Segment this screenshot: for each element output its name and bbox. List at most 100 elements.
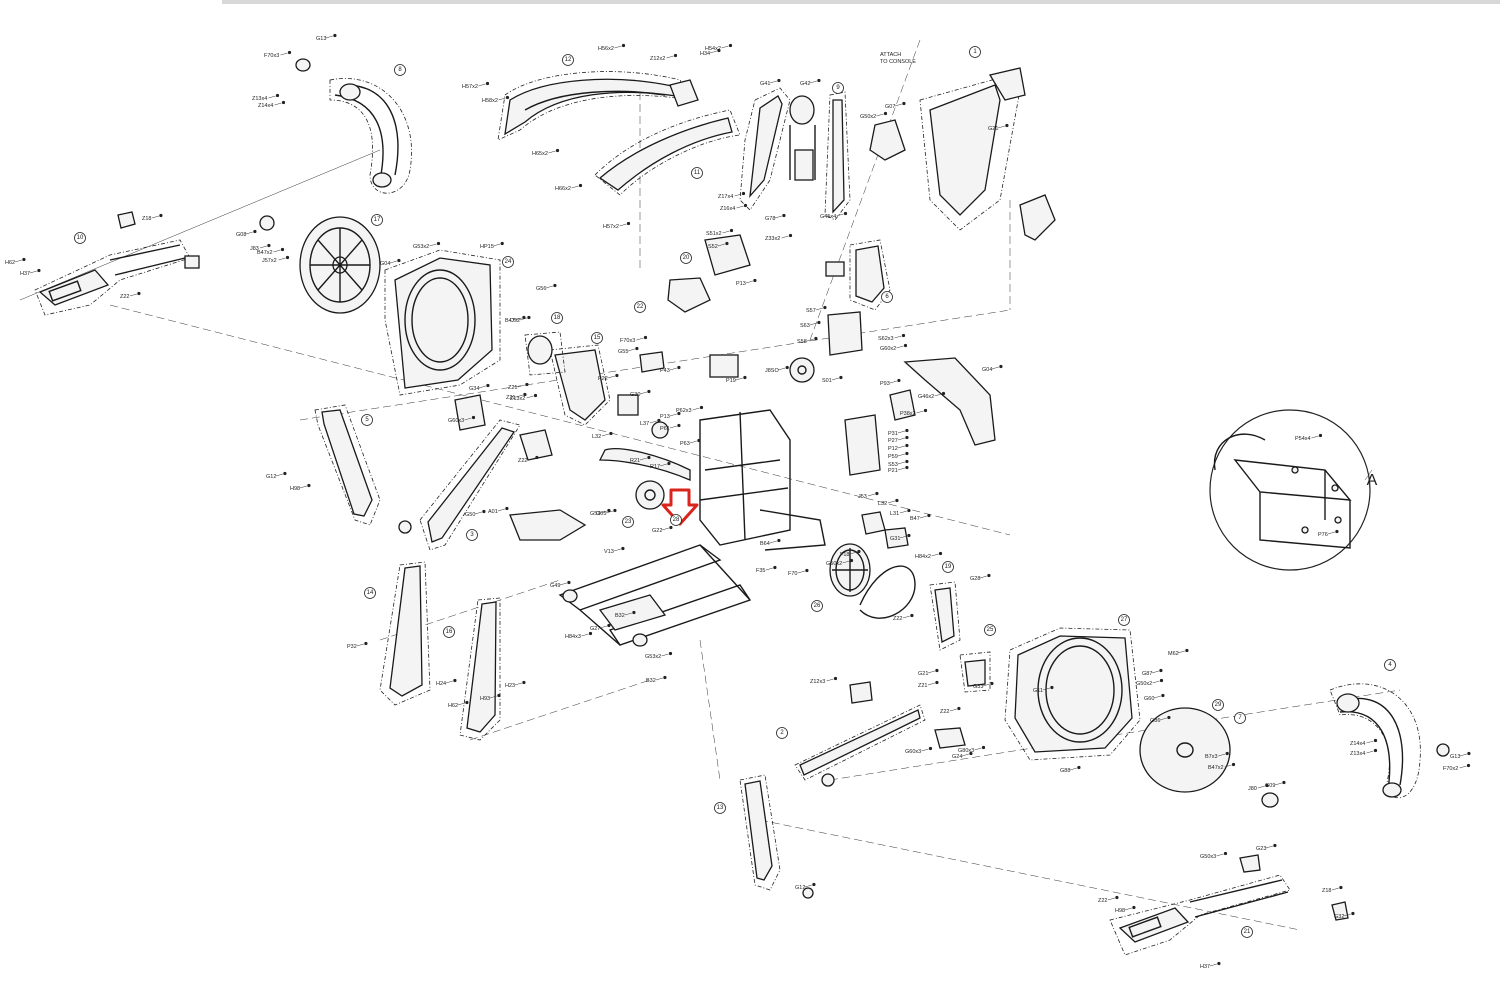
part-callout-labels: F70x3G13Z13x4Z14x4H57x2H58x2H56x2H34H54x… xyxy=(5,33,1471,970)
part-callout-label: F70x3 xyxy=(620,338,635,344)
part-callout-label: P62x3 xyxy=(676,408,692,414)
fastener-dot xyxy=(773,565,777,570)
fastener-dot xyxy=(287,50,292,55)
part-number-circle xyxy=(371,214,383,226)
fastener-dot xyxy=(677,423,681,428)
part-callout-label: R21 xyxy=(630,458,640,464)
part-callout-label: G07 xyxy=(885,104,895,110)
part-number: 26 xyxy=(814,603,821,609)
fastener-dot xyxy=(533,393,538,398)
callout-leader xyxy=(927,682,935,686)
callout-leader xyxy=(1343,913,1351,917)
callout-leader xyxy=(493,243,501,247)
part-callout-label: P61 xyxy=(660,426,670,432)
part-callout-label: L31 xyxy=(890,511,899,517)
callout-leader xyxy=(806,338,814,342)
fastener-dot xyxy=(669,525,673,530)
part-number-circle xyxy=(984,624,996,636)
part-callout-label: G50 xyxy=(465,512,475,518)
fastener-dot xyxy=(1223,851,1228,856)
callout-leader xyxy=(639,457,647,461)
part-callout-label: H54x2 xyxy=(705,46,721,52)
fastener-dot xyxy=(607,508,611,513)
assembly-lines xyxy=(19,39,1401,931)
callout-leader xyxy=(445,680,453,684)
part-callout-label: B47 xyxy=(505,318,515,324)
callout-leader xyxy=(497,508,505,512)
callout-leader xyxy=(735,377,743,381)
part-callout-label: Z14x4 xyxy=(1350,741,1365,747)
callout-leader xyxy=(527,457,535,461)
callout-leader xyxy=(666,55,674,59)
part-callout-label: G09 xyxy=(1265,783,1275,789)
fastener-dot xyxy=(1273,843,1277,848)
fastener-dot xyxy=(1161,693,1165,698)
callout-leader xyxy=(599,510,607,514)
callout-leader xyxy=(894,103,902,107)
part-callout-label: G53x2 xyxy=(645,654,661,660)
fastener-dot xyxy=(22,257,26,262)
fastener-dot xyxy=(902,101,906,106)
callout-leader xyxy=(661,527,669,531)
fastener-dot xyxy=(1185,648,1189,653)
part-callout-label: H84x2 xyxy=(915,554,931,560)
part-callout-label: F70 xyxy=(788,571,797,577)
fastener-dot xyxy=(777,538,781,543)
part-number: 2 xyxy=(780,730,784,736)
part-callout-label: S01 xyxy=(822,378,832,384)
fastener-dot xyxy=(486,383,490,388)
part-callout-label: Z13x4 xyxy=(252,96,267,102)
callout-leader xyxy=(571,185,579,189)
part-16-side-cover xyxy=(384,249,501,396)
fastener-dot xyxy=(632,610,636,615)
part-number: 23 xyxy=(625,519,632,525)
part-callout-label: G88 xyxy=(1060,768,1070,774)
fastener-dot xyxy=(927,513,931,518)
part-1-console-mast xyxy=(869,67,1056,241)
fastener-dot xyxy=(857,549,861,554)
part-number: 28 xyxy=(673,517,680,523)
callout-leader xyxy=(1209,963,1217,967)
part-callout-label: H62 xyxy=(5,260,15,266)
callout-leader xyxy=(842,560,850,564)
part-number: 20 xyxy=(683,255,690,261)
part-callout-label: P21 xyxy=(888,468,898,474)
part-number: 19 xyxy=(945,564,952,570)
callout-leader xyxy=(897,437,905,441)
fastener-dot xyxy=(647,389,651,394)
part-callout-label: G49 xyxy=(550,583,560,589)
assembly-line xyxy=(699,639,721,781)
part-callout-label: P63 xyxy=(680,441,690,447)
part-callout-label: L32 xyxy=(592,434,601,440)
callout-leader xyxy=(1153,695,1161,699)
fastener-dot xyxy=(275,93,280,98)
callout-leader xyxy=(639,391,647,395)
callout-leader xyxy=(887,500,895,504)
part-callout-label: G41 xyxy=(760,81,770,87)
part-callout-label: P13 xyxy=(660,414,670,420)
part-10-pedal-arm xyxy=(34,211,200,316)
callout-leader xyxy=(545,285,553,289)
fastener-dot xyxy=(987,573,991,578)
part-callout-label: H23 xyxy=(505,683,515,689)
part-callout-label: G24 xyxy=(952,754,962,760)
part-callout-label: G50x2 xyxy=(826,561,842,567)
fastener-dot xyxy=(535,455,539,460)
fastener-dot xyxy=(905,451,909,456)
part-callout-label: G53 xyxy=(590,511,600,517)
fastener-dot xyxy=(607,623,611,628)
part-callout-label: A01 xyxy=(488,509,498,515)
part-callout-label: Z21 xyxy=(508,385,517,391)
part-12-top-handlebar xyxy=(497,71,691,141)
part-number: 24 xyxy=(505,259,512,265)
callout-leader xyxy=(464,417,472,421)
callout-leader xyxy=(826,678,834,682)
fastener-dot xyxy=(817,320,821,325)
part-callout-label: M62 xyxy=(1168,651,1179,657)
callout-leader xyxy=(514,682,522,686)
fastener-dot xyxy=(999,364,1003,369)
callout-leader xyxy=(1224,764,1232,768)
callout-leader xyxy=(669,413,677,417)
fastener-dot xyxy=(697,438,701,443)
fastener-dot xyxy=(833,676,838,681)
